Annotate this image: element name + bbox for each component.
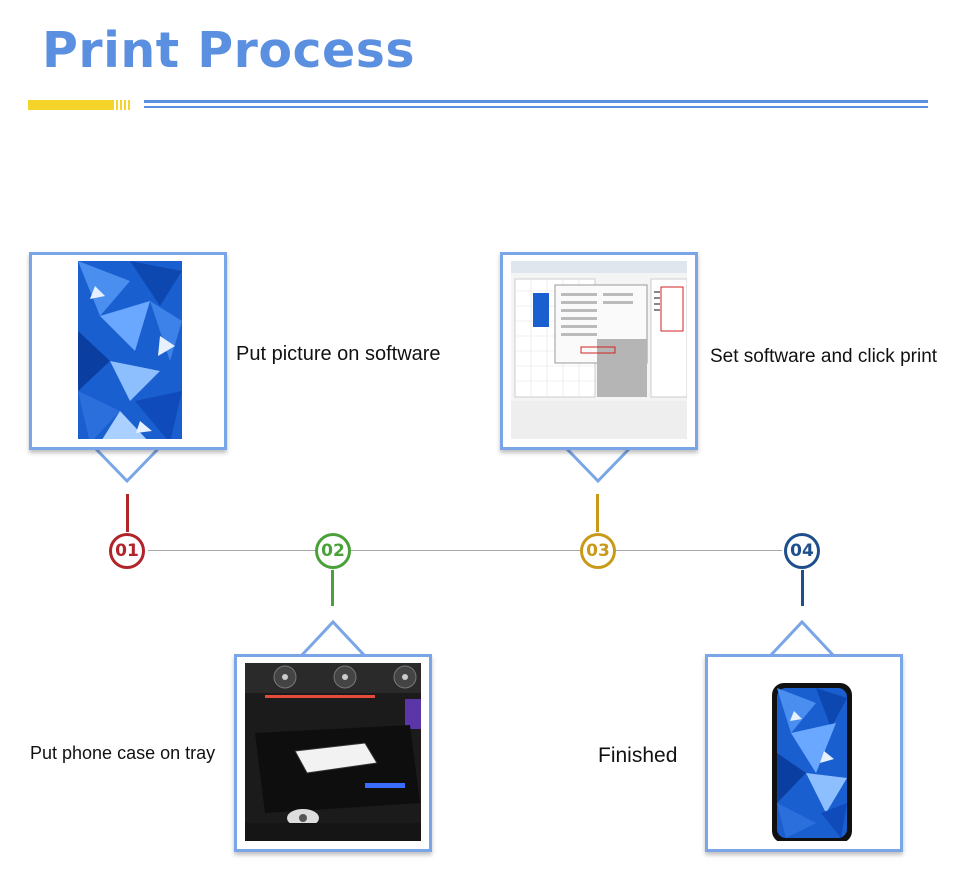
printer-tray-image: [245, 663, 421, 841]
software-screenshot-image: [511, 261, 687, 439]
timeline-line: [148, 550, 782, 551]
title-accent-bar: [28, 100, 114, 110]
finished-phone-case-image: [716, 663, 892, 841]
title-accent-ticks: [116, 100, 130, 110]
title-rule: [144, 100, 928, 103]
step-1-stem: [126, 494, 129, 532]
step-1-image-frame: [29, 252, 227, 450]
step-1-label: Put picture on software: [236, 343, 441, 365]
step-3-image-frame: [500, 252, 698, 450]
step-3-badge: 03: [580, 533, 616, 569]
step-4-label: Finished: [598, 744, 678, 767]
step-4-stem: [801, 570, 804, 606]
step-2-image-frame: [234, 654, 432, 852]
title-rule-secondary: [144, 106, 928, 108]
crystal-design-image: [40, 261, 216, 439]
step-2-label: Put phone case on tray: [30, 743, 216, 763]
step-4-badge: 04: [784, 533, 820, 569]
step-1-badge: 01: [109, 533, 145, 569]
step-4-image-frame: [705, 654, 903, 852]
step-3-stem: [596, 494, 599, 532]
step-3-label: Set software and click print: [710, 346, 938, 367]
step-2-stem: [331, 570, 334, 606]
step-2-badge: 02: [315, 533, 351, 569]
page-title: Print Process: [42, 22, 416, 79]
